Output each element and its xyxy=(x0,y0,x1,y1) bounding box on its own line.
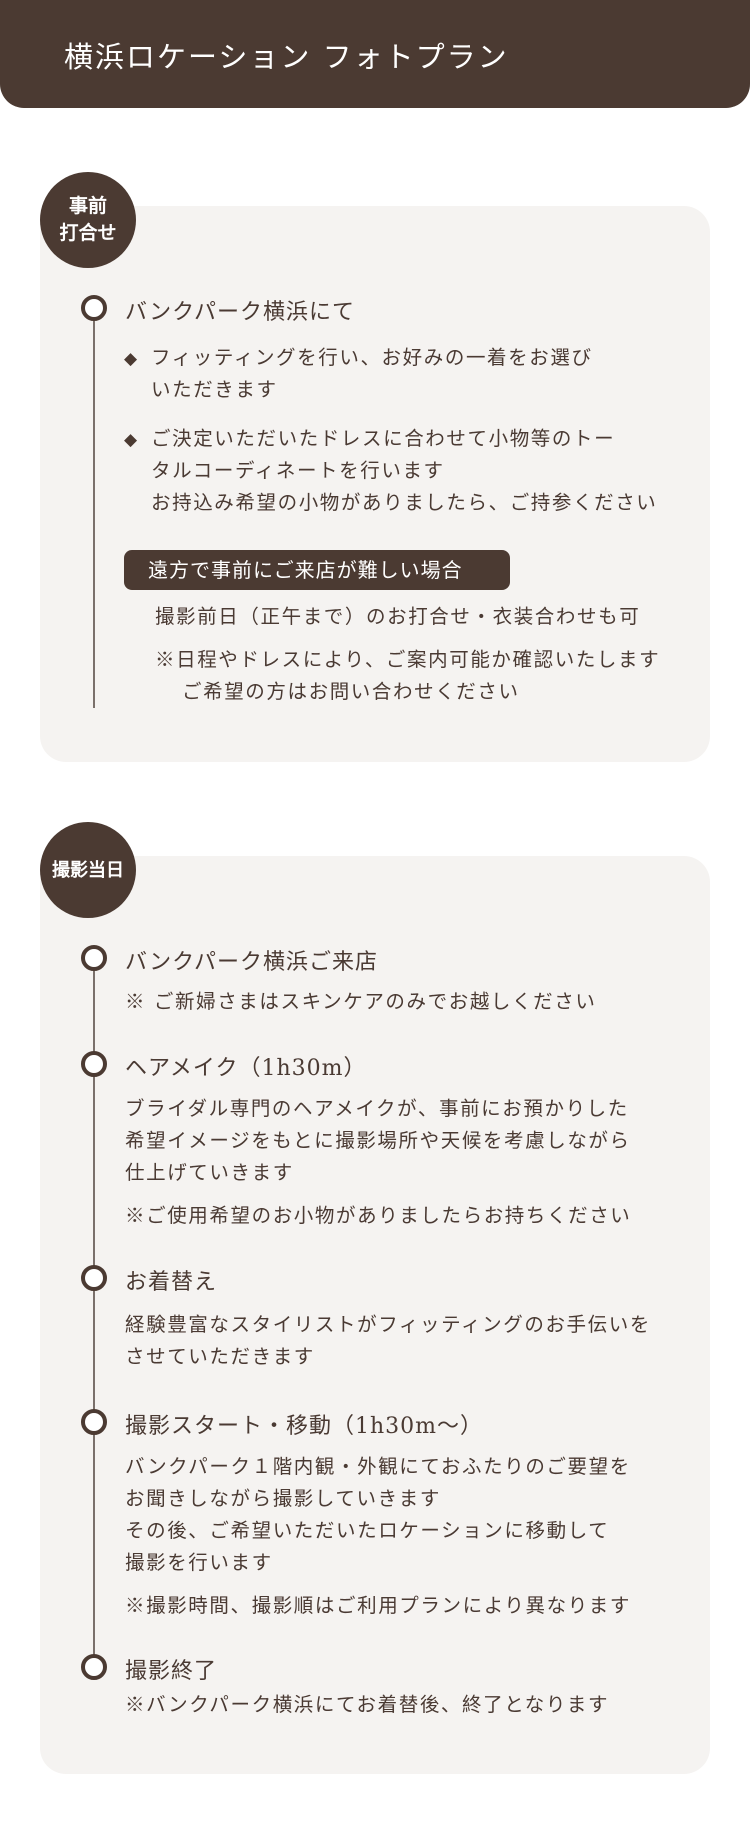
step-note: ※バンクパーク横浜にてお着替後、終了となります xyxy=(125,1693,610,1716)
step-title: 撮影終了 xyxy=(125,1659,218,1684)
bullet-text-line: フィッティングを行い、お好みの一着をお選び xyxy=(151,346,593,369)
step-text-line: ブライダル専門のヘアメイクが、事前にお預かりした xyxy=(125,1097,629,1120)
timeline-node-icon xyxy=(81,1409,107,1435)
timeline-line xyxy=(93,960,95,1670)
page-header: 横浜ロケーション フォトプラン xyxy=(0,0,750,108)
step-text-line: させていただきます xyxy=(125,1345,315,1368)
timeline-node-icon xyxy=(81,1051,107,1077)
badge-label-line1: 撮影当日 xyxy=(52,859,124,881)
callout-text: 撮影前日（正午まで）のお打合せ・衣装合わせも可 xyxy=(155,605,641,628)
step-text-line: その後、ご希望いただいたロケーションに移動して xyxy=(125,1519,610,1542)
step-note: ※ご使用希望のお小物がありましたらお持ちください xyxy=(125,1204,632,1227)
step-title: ヘアメイク（1h30m） xyxy=(125,1056,367,1081)
timeline-node-icon xyxy=(81,1654,107,1680)
badge-label-line2: 打合せ xyxy=(59,222,117,244)
bullet-text-line: ご決定いただいたドレスに合わせて小物等のトー xyxy=(151,427,616,450)
step-note: ※撮影時間、撮影順はご利用プランにより異なります xyxy=(125,1594,632,1617)
badge-label-line1: 事前 xyxy=(68,195,107,217)
shoot-day-card xyxy=(40,856,710,1774)
pre-meeting-badge: 事前 打合せ xyxy=(40,172,136,268)
diamond-bullet-icon: ◆ xyxy=(124,349,138,369)
remote-callout-label: 遠方で事前にご来店が難しい場合 xyxy=(124,550,510,590)
step-text-line: バンクパーク１階内観・外観にておふたりのご要望を xyxy=(125,1455,631,1478)
timeline-node-icon xyxy=(81,945,107,971)
step-title: 撮影スタート・移動（1h30m～） xyxy=(125,1414,484,1439)
bullet-text-line: いただきます xyxy=(151,378,278,401)
shoot-day-badge: 撮影当日 xyxy=(40,822,136,918)
pre-meeting-card xyxy=(40,206,710,762)
callout-note-line: ご希望の方はお問い合わせください xyxy=(182,680,520,703)
step-text-line: 希望イメージをもとに撮影場所や天候を考慮しながら xyxy=(125,1129,631,1152)
callout-note-line: ※日程やドレスにより、ご案内可能か確認いたします xyxy=(155,648,661,671)
step-note: ※ ご新婦さまはスキンケアのみでお越しください xyxy=(125,990,597,1013)
step-text-line: お聞きしながら撮影していきます xyxy=(125,1487,441,1510)
step-text-line: 撮影を行います xyxy=(125,1551,273,1574)
page-title: 横浜ロケーション フォトプラン xyxy=(64,40,509,74)
step-text-line: 経験豊富なスタイリストがフィッティングのお手伝いを xyxy=(125,1313,651,1336)
bullet-text-line: お持込み希望の小物がありましたら、ご持参ください xyxy=(151,491,658,514)
timeline-node-icon xyxy=(81,1265,107,1291)
timeline-line xyxy=(93,320,95,708)
step-title: バンクパーク横浜にて xyxy=(125,300,356,325)
bullet-text-line: タルコーディネートを行います xyxy=(151,459,445,482)
step-title: お着替え xyxy=(125,1270,218,1295)
step-text-line: 仕上げていきます xyxy=(125,1161,294,1184)
step-title: バンクパーク横浜ご来店 xyxy=(125,950,379,975)
timeline-node-icon xyxy=(81,295,107,321)
diamond-bullet-icon: ◆ xyxy=(124,430,138,450)
